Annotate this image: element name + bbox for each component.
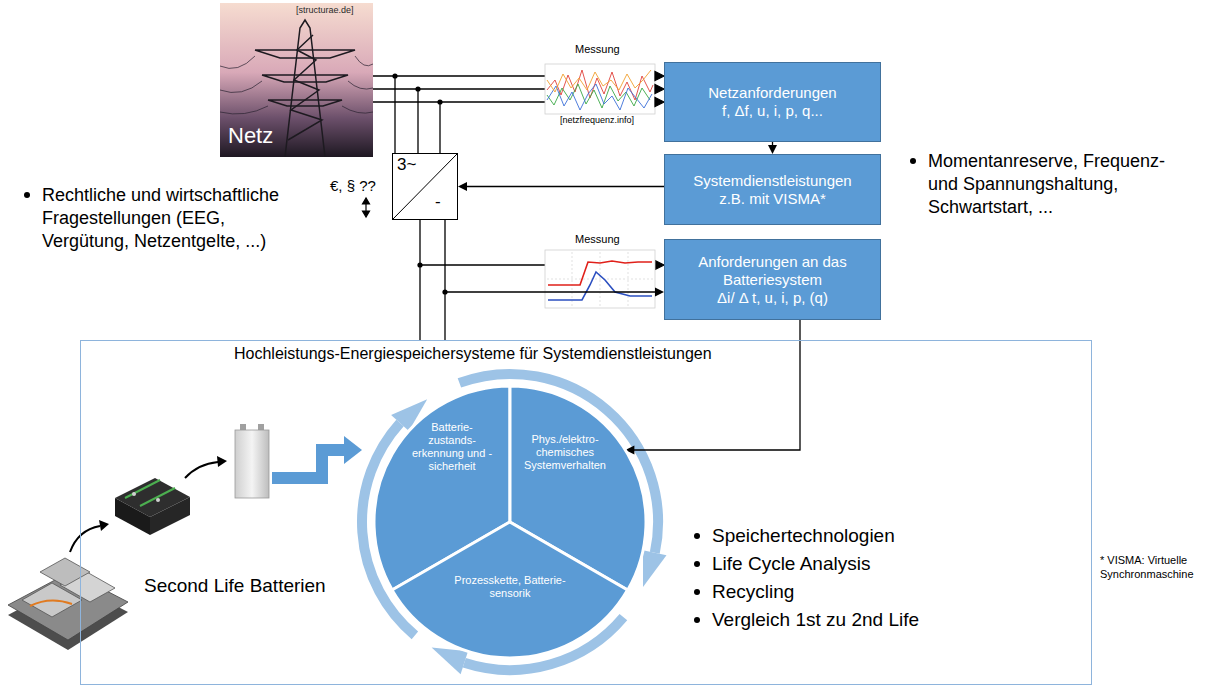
connector xyxy=(768,142,777,154)
diagonal-line xyxy=(393,154,457,219)
text-label: Messung xyxy=(575,42,620,56)
connector-line xyxy=(466,186,664,187)
bullet-text: Vergleich 1st zu 2nd Life xyxy=(712,608,919,632)
converter-box: 3~- xyxy=(392,153,458,220)
label-wrap: Speichertechnologien xyxy=(712,524,895,548)
bullet-dot xyxy=(694,561,700,567)
connector-line xyxy=(445,220,656,292)
box-body: f, Δf, u, i, p, q... xyxy=(722,102,823,120)
grid-wires xyxy=(373,76,655,340)
label-wrap: [netzfrequenz.info] xyxy=(560,115,634,126)
text-label: Second Life Batterien xyxy=(144,574,326,598)
box-heading: Anforderungen an das Batteriesystem xyxy=(673,253,872,289)
battery-cell xyxy=(235,424,269,498)
label-wrap: * VISMA: Virtuelle Synchronmaschine xyxy=(1100,553,1200,581)
requirement-box: Systemdienstleistungenz.B. mit VISMA* xyxy=(664,154,881,225)
process-arrows xyxy=(70,462,218,552)
circle-sector: Prozesskette, Batterie- sensorik xyxy=(392,522,628,658)
label-wrap: Netz xyxy=(228,122,273,150)
label-wrap: Messung xyxy=(575,42,620,56)
bullet-dot xyxy=(24,192,30,198)
requirement-box: Anforderungen an das BatteriesystemΔi/ Δ… xyxy=(664,239,881,320)
bullet-text: Recycling xyxy=(712,580,794,604)
car-battery-pack xyxy=(8,558,128,650)
bullet-text: Rechtliche und wirtschaftliche Fragestel… xyxy=(42,184,307,253)
connector xyxy=(458,182,664,191)
box-body: Δi/ Δ t, u, i, p, (q) xyxy=(717,289,828,307)
connector-line xyxy=(772,142,773,146)
bullet-dot xyxy=(694,617,700,623)
second-life-arrow xyxy=(272,436,362,478)
box-body: z.B. mit VISMA* xyxy=(719,190,826,208)
bullet-dot xyxy=(694,589,700,595)
bullet-text: Life Cycle Analysis xyxy=(712,552,870,576)
cycle-ring xyxy=(362,374,666,674)
sector-text: Batterie- zustands- erkennung und - sich… xyxy=(406,421,498,473)
box-heading: Netzanforderungen xyxy=(708,84,836,102)
double-arrow xyxy=(363,198,370,217)
text-label: [structurae.de] xyxy=(296,5,354,16)
label-wrap: €, § ?? xyxy=(330,176,376,195)
system-frame: Hochleistungs-Energiespeichersysteme für… xyxy=(80,340,1092,685)
arrow-head xyxy=(655,288,664,297)
sector-fill xyxy=(392,522,628,658)
frame-heading: Hochleistungs-Energiespeichersysteme für… xyxy=(234,344,712,363)
text-label: Netz xyxy=(228,122,273,150)
text-label: * VISMA: Virtuelle Synchronmaschine xyxy=(1100,553,1200,581)
requirement-box: Netzanforderungenf, Δf, u, i, p, q... xyxy=(664,62,881,142)
sector-text: Prozesskette, Batterie- sensorik xyxy=(440,574,580,600)
label-wrap: Momentanreserve, Frequenz- und Spannungs… xyxy=(928,150,1190,219)
connector xyxy=(420,220,421,340)
label-wrap: Recycling xyxy=(712,580,794,604)
dc-symbol: - xyxy=(435,192,441,212)
connector-line xyxy=(419,220,420,340)
text-label: [netzfrequenz.info] xyxy=(560,115,634,126)
label-wrap: [structurae.de] xyxy=(296,5,354,16)
bullet-text: Momentanreserve, Frequenz- und Spannungs… xyxy=(928,150,1190,219)
battery-response-chart xyxy=(545,250,655,308)
arrow-head xyxy=(768,145,777,154)
sector-text: Phys./elektro- chemisches Systemverhalte… xyxy=(519,433,611,472)
measurement-arrows xyxy=(655,72,664,270)
bullet-dot xyxy=(694,533,700,539)
box-heading: Systemdienstleistungen xyxy=(693,172,851,190)
bullet-dot xyxy=(910,158,916,164)
label-wrap: Life Cycle Analysis xyxy=(712,552,870,576)
arrow-head xyxy=(458,182,467,191)
label-wrap: Vergleich 1st zu 2nd Life xyxy=(712,608,919,632)
text-label: Messung xyxy=(575,232,620,246)
bullet-text: Speichertechnologien xyxy=(712,524,895,548)
label-wrap: Messung xyxy=(575,232,620,246)
battery-module xyxy=(115,478,190,535)
connector xyxy=(445,220,664,297)
pylon-photo xyxy=(220,3,373,157)
label-wrap: Second Life Batterien xyxy=(144,574,326,598)
text-label: €, § ?? xyxy=(330,176,376,195)
ac-symbol: 3~ xyxy=(397,155,416,175)
grid-frequency-chart xyxy=(545,64,655,114)
label-wrap: Rechtliche und wirtschaftliche Fragestel… xyxy=(42,184,307,253)
